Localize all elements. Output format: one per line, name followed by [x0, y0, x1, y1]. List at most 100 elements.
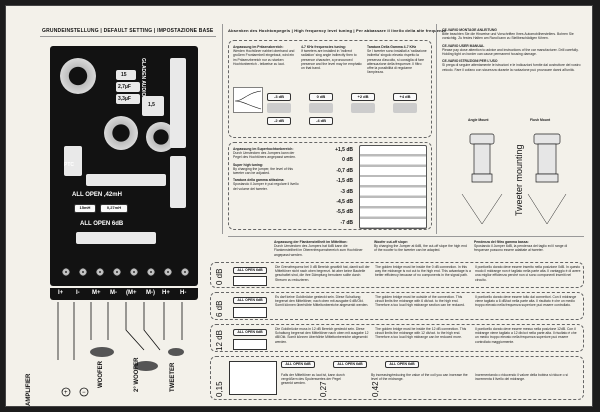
all-open-db-label: ALL OPEN 6dB: [80, 221, 124, 227]
level-value: -1,5 dB: [336, 178, 353, 185]
svg-text:+: +: [64, 390, 68, 396]
left-header: GRUNDEINSTELLUNG | DEFAULT SETTING | IMP…: [42, 28, 214, 34]
jumper-image: [393, 103, 417, 113]
svg-text:−: −: [82, 390, 86, 396]
super-high-box: Anpassung im Superhochtonbereich: Durch …: [228, 142, 432, 230]
tweeter-label: TWEETER: [170, 362, 176, 392]
screw-terminal: [79, 268, 87, 276]
coil-text-de: Falls der Mitteltöner zu laut ist, kann …: [281, 373, 345, 386]
super-high-level-list: +1,5 dB 0 dB -0,7 dB -1,5 dB -3 dB -4,5 …: [313, 145, 353, 229]
terminal-label: H-: [180, 290, 187, 296]
terminal-label: (M+: [126, 290, 137, 296]
divider: [436, 24, 437, 234]
crossover-row-6db: 6 dB ALL OPEN 6dB Es darf keine Goldbrüc…: [210, 292, 584, 320]
terminal-label: H+: [162, 290, 170, 296]
crossover-board: 15 2,7µF 3,3µF 1,5 GLADEN AUDIO PTC ALL …: [50, 46, 198, 286]
row-text-en: The golden bridge must be outside of the…: [375, 295, 465, 308]
jumper-15mh[interactable]: 15mH: [74, 204, 96, 213]
capacitor-coil-image: [60, 58, 96, 94]
jumper-image: [351, 103, 375, 113]
level-option[interactable]: -2 dB: [267, 117, 291, 125]
ptc-resistor: [64, 146, 82, 176]
crossover-row-0db: 0 dB ALL OPEN 6dB Die Grenzfrequenz bei …: [210, 262, 584, 288]
terminal-label: I-: [76, 290, 80, 296]
jumper-label[interactable]: ALL OPEN 6dB: [233, 329, 267, 336]
slope-graph: [233, 276, 267, 286]
level-value: 0 dB: [342, 157, 353, 164]
crossover-intro-it: Pendenza del filtro gamma bassa: Spostan…: [474, 240, 568, 253]
ptc-label: PTC: [64, 162, 74, 168]
capacitor-33: 3,3µF: [116, 94, 140, 104]
screw-terminal: [62, 268, 70, 276]
level-value: -7 dB: [340, 219, 354, 226]
coil-row: 0,15 ALL OPEN 6dB 0,27 ALL OPEN 6dB 0,42…: [210, 356, 584, 400]
mount-instructions: CE-VARIO MONTAGE ANLEITUNG Bitte beachte…: [442, 28, 581, 72]
level-option[interactable]: +4 dB: [393, 93, 417, 101]
coil-text-it: Incrementando o riducendo il valore dell…: [475, 373, 568, 382]
coil-jumper[interactable]: ALL OPEN 6dB: [333, 361, 367, 368]
resistor-bank: [170, 58, 186, 148]
mid-header: Absenken des Hochtonpegels | High freque…: [228, 28, 447, 33]
jumper-bank[interactable]: [76, 232, 156, 244]
row-text-en: The golden bridge must be inside the 12 …: [375, 327, 467, 340]
resistor-bank: [170, 156, 186, 208]
amplifier-label: AMPLIFIER: [26, 373, 32, 406]
divider: [228, 236, 584, 237]
row-text-de: Es darf keine Goldbrücke gesteckt sein. …: [275, 295, 369, 308]
row-text-de: Die Grenzfrequenz bei 0 dB Bereich gewäh…: [275, 265, 370, 282]
row-db-label: 6 dB: [215, 300, 224, 317]
level-option[interactable]: +2 dB: [351, 93, 375, 101]
level-value: -4,5 dB: [336, 199, 353, 206]
slope-graph: [233, 339, 267, 350]
screw-terminal: [130, 268, 138, 276]
flush-mount-label: Flush Mount: [530, 118, 551, 122]
coil-graph: [229, 361, 277, 395]
terminal-strip: I+ I- M+ M- (M+ M-) H+ H-: [50, 288, 198, 300]
capacitor-27: 2,7µF: [116, 82, 140, 92]
frequency-response-graph: [233, 87, 263, 113]
terminal-label: M+: [92, 290, 101, 296]
jumper-027mh[interactable]: 0,27mH: [100, 204, 128, 213]
jumper-image: [309, 103, 333, 113]
screw-terminal: [147, 268, 155, 276]
crossover-intro-en: Woofer cut-off slope: By changing the Ju…: [374, 240, 467, 253]
tweeter-mount-drawing: [461, 133, 567, 225]
woofer2-label: 2° WOOFER: [134, 357, 140, 392]
crossover-row-12db: 12 dB ALL OPEN 6dB Die Goldbrücke muss i…: [210, 324, 584, 352]
coil-jumper[interactable]: ALL OPEN 6dB: [385, 361, 419, 368]
woofer-label: WOOFER: [98, 361, 104, 388]
crossover-intro-de: Anpassung der Flankensteilheit im Mittel…: [274, 240, 363, 257]
row-text-it: Il ponticello dorato deve essere inserit…: [475, 265, 581, 282]
coil-jumper[interactable]: ALL OPEN 6dB: [281, 361, 315, 368]
capacitor-coil-image: [104, 116, 138, 150]
presence-tuning-box: Anpassung im Präsenzbereich: Werden Hoch…: [228, 40, 432, 138]
capacitor-1-5: 1,5: [142, 96, 164, 116]
angle-mount-label: Angle Mount: [468, 118, 489, 122]
jumper-label[interactable]: ALL OPEN 6dB: [233, 267, 267, 274]
level-option[interactable]: 0 dB: [309, 93, 333, 101]
coil-text-en: By increasing/reducing the value of the …: [371, 373, 468, 382]
row-db-label: 0 dB: [215, 268, 224, 285]
tweeter-mounting-label: Tweeter mounting: [514, 144, 524, 216]
level-value: -3 dB: [340, 188, 354, 195]
level-value: -5,5 dB: [336, 209, 353, 216]
coil-value: 0,42: [371, 381, 380, 397]
brand-label: GLADEN AUDIO: [140, 58, 146, 97]
level-value: -0,7 dB: [336, 167, 353, 174]
capacitor-15: 15: [116, 70, 136, 80]
coil-value: 0,15: [215, 381, 224, 397]
super-high-jumper-block[interactable]: [359, 145, 427, 229]
level-option[interactable]: -3 dB: [267, 93, 291, 101]
jumper-image: [267, 103, 291, 113]
divider: [222, 24, 223, 234]
level-option[interactable]: -4 dB: [309, 117, 333, 125]
jumper-label[interactable]: ALL OPEN 6dB: [233, 297, 267, 304]
terminal-label: M-): [146, 290, 155, 296]
slope-graph: [233, 307, 267, 318]
screw-terminal: [181, 268, 189, 276]
terminal-label: I+: [58, 290, 64, 296]
terminal-label: M-: [110, 290, 117, 296]
manual-sheet: GRUNDEINSTELLUNG | DEFAULT SETTING | IMP…: [6, 6, 592, 406]
row-db-label: 12 dB: [215, 330, 224, 351]
divider: [40, 36, 216, 37]
